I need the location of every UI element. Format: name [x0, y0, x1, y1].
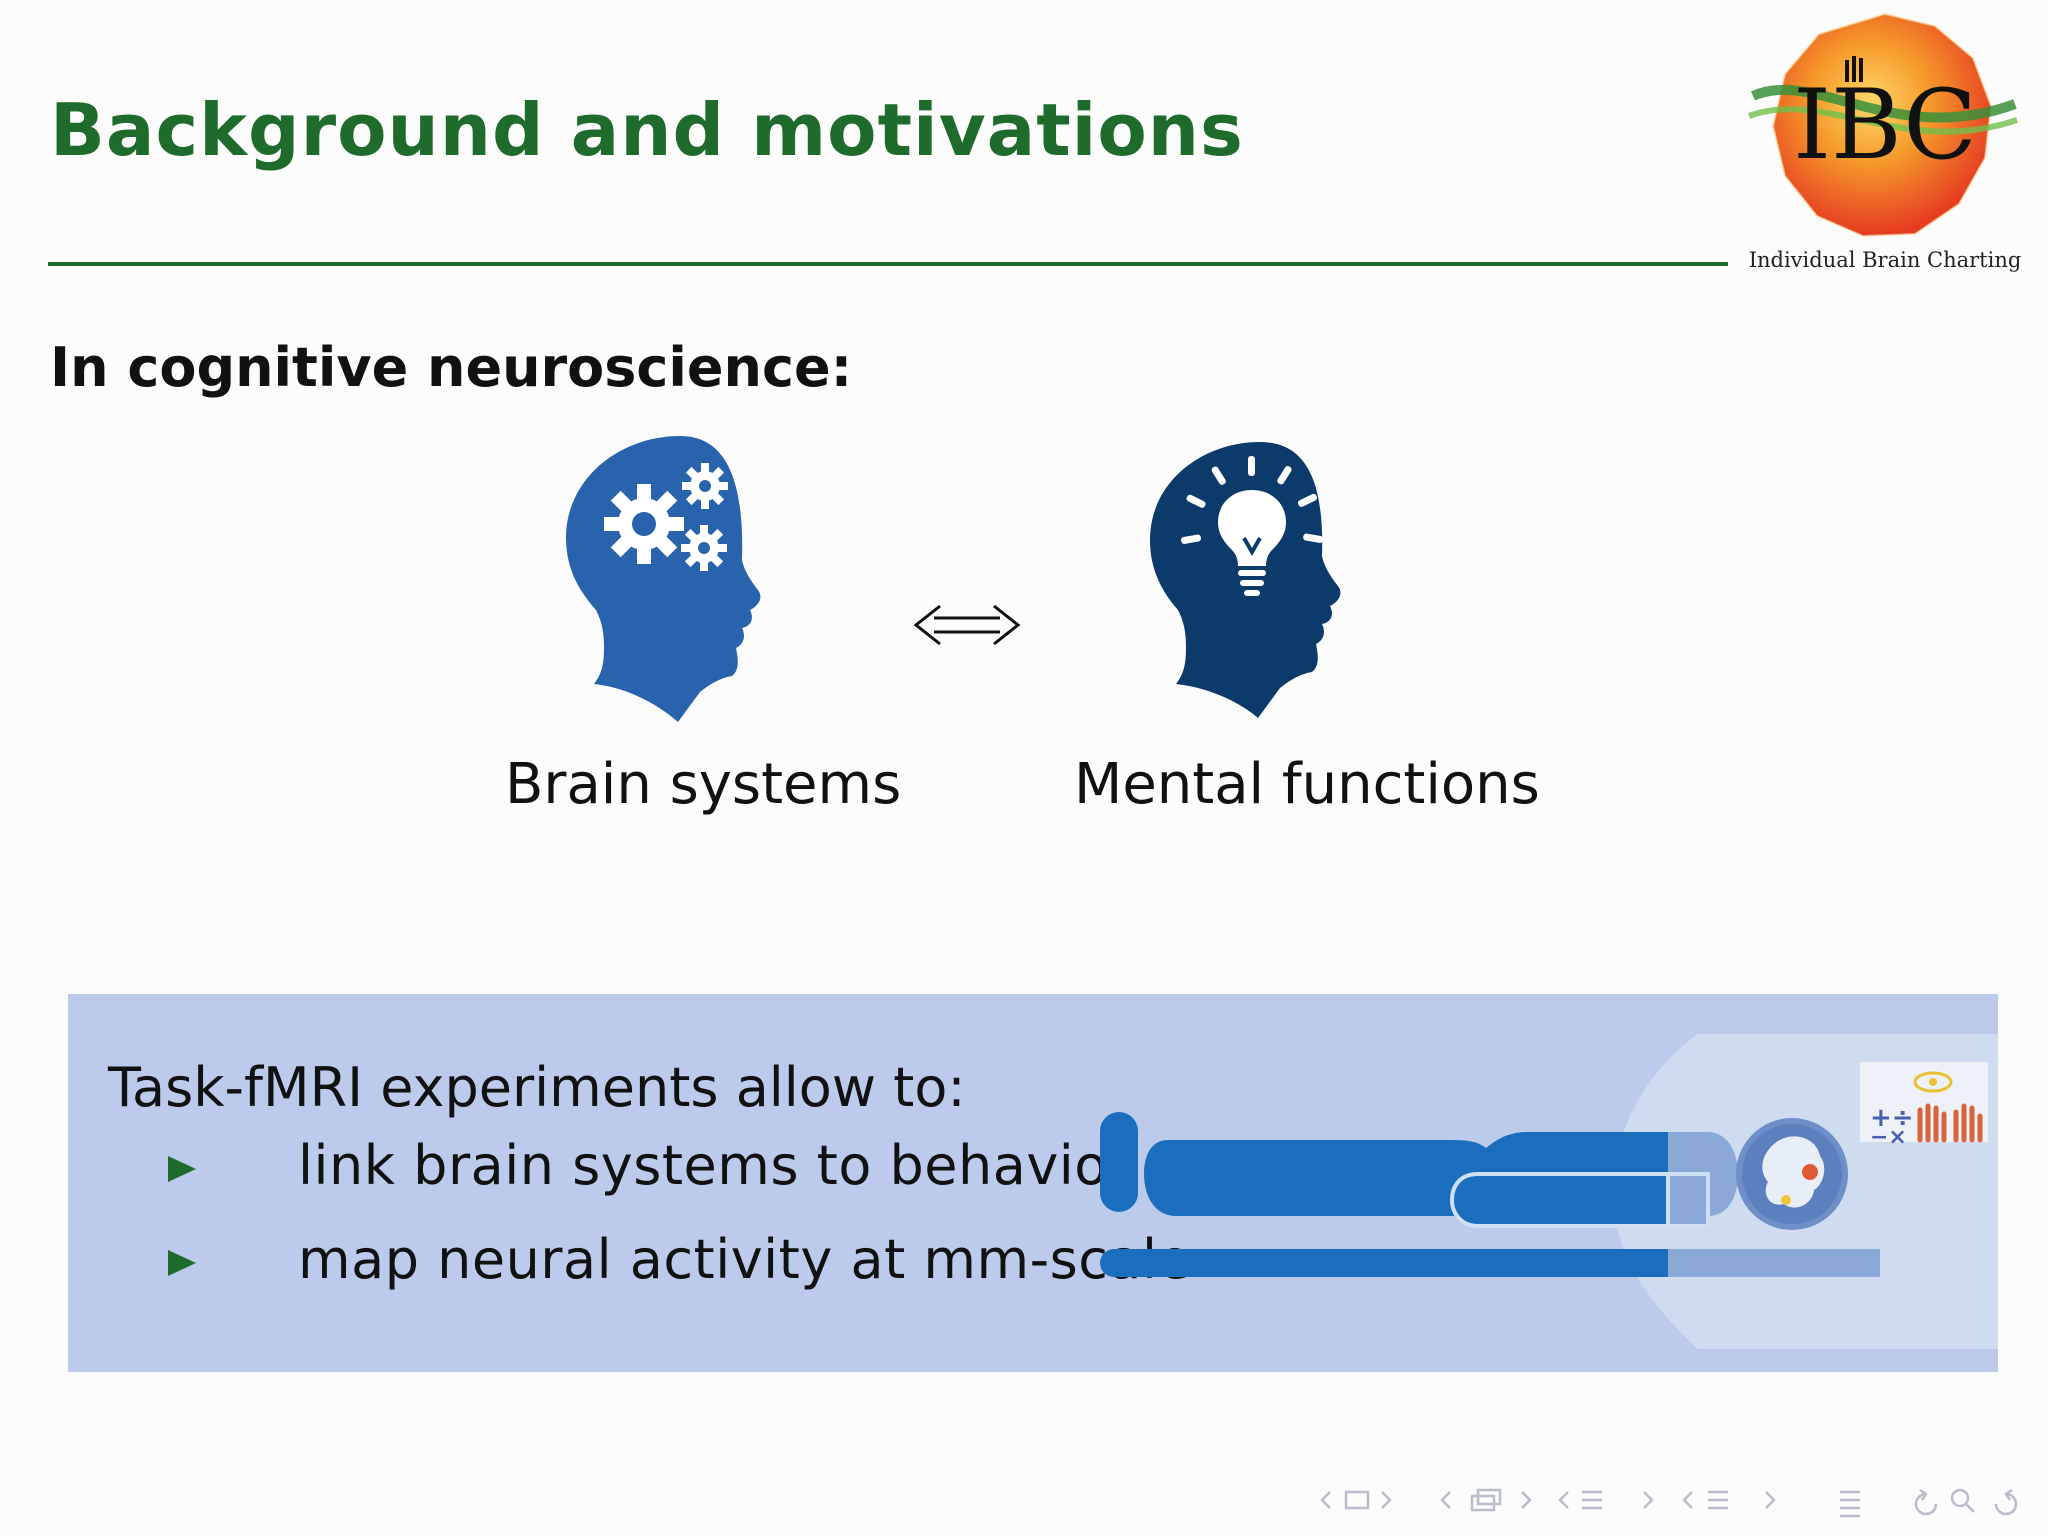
next-icon[interactable]	[1765, 1491, 1776, 1509]
prev-icon[interactable]	[1682, 1491, 1693, 1509]
head-with-lightbulb-icon	[1148, 438, 1380, 718]
mri-scanner-icon: +÷ −×	[1068, 994, 1998, 1372]
next-icon[interactable]	[1643, 1491, 1654, 1509]
logo-letters: IBC	[1793, 69, 1977, 181]
ibc-logo: IBC	[1745, 8, 2025, 278]
next-icon[interactable]	[1521, 1491, 1532, 1509]
search-icon[interactable]	[1950, 1488, 1975, 1513]
svg-text:−×: −×	[1870, 1125, 1907, 1150]
callout-box: Task-fMRI experiments allow to: link bra…	[68, 994, 1998, 1372]
prev-icon[interactable]	[1558, 1491, 1569, 1509]
logo-caption: Individual Brain Charting	[1748, 248, 2022, 272]
subsection-icon[interactable]	[1470, 1488, 1502, 1512]
triangle-bullet-icon	[168, 1156, 196, 1182]
svg-text:+÷: +÷	[1870, 1103, 1914, 1133]
bullet-text: link brain systems to behavior	[298, 1134, 1131, 1197]
bullet-text: map neural activity at mm-scale	[298, 1228, 1192, 1291]
frame-icon[interactable]	[1344, 1490, 1370, 1510]
mental-functions-label: Mental functions	[1074, 752, 1540, 817]
head-with-gears-icon	[560, 432, 800, 722]
beamer-nav-bar	[1300, 1480, 2040, 1524]
forward-icon[interactable]	[1994, 1488, 2018, 1516]
prev-icon[interactable]	[1320, 1491, 1331, 1509]
prev-icon[interactable]	[1440, 1491, 1451, 1509]
next-icon[interactable]	[1381, 1491, 1392, 1509]
callout-title: Task-fMRI experiments allow to:	[108, 1056, 966, 1119]
align-icon[interactable]	[1840, 1490, 1860, 1518]
section-icon[interactable]	[1708, 1490, 1728, 1510]
section-heading: In cognitive neuroscience:	[50, 336, 853, 399]
section-icon[interactable]	[1582, 1490, 1602, 1510]
back-icon[interactable]	[1914, 1488, 1938, 1516]
title-divider	[48, 262, 1728, 266]
double-arrow-icon	[910, 600, 1024, 650]
slide-title: Background and motivations	[50, 88, 1244, 172]
triangle-bullet-icon	[168, 1250, 196, 1276]
brain-systems-label: Brain systems	[505, 752, 902, 817]
